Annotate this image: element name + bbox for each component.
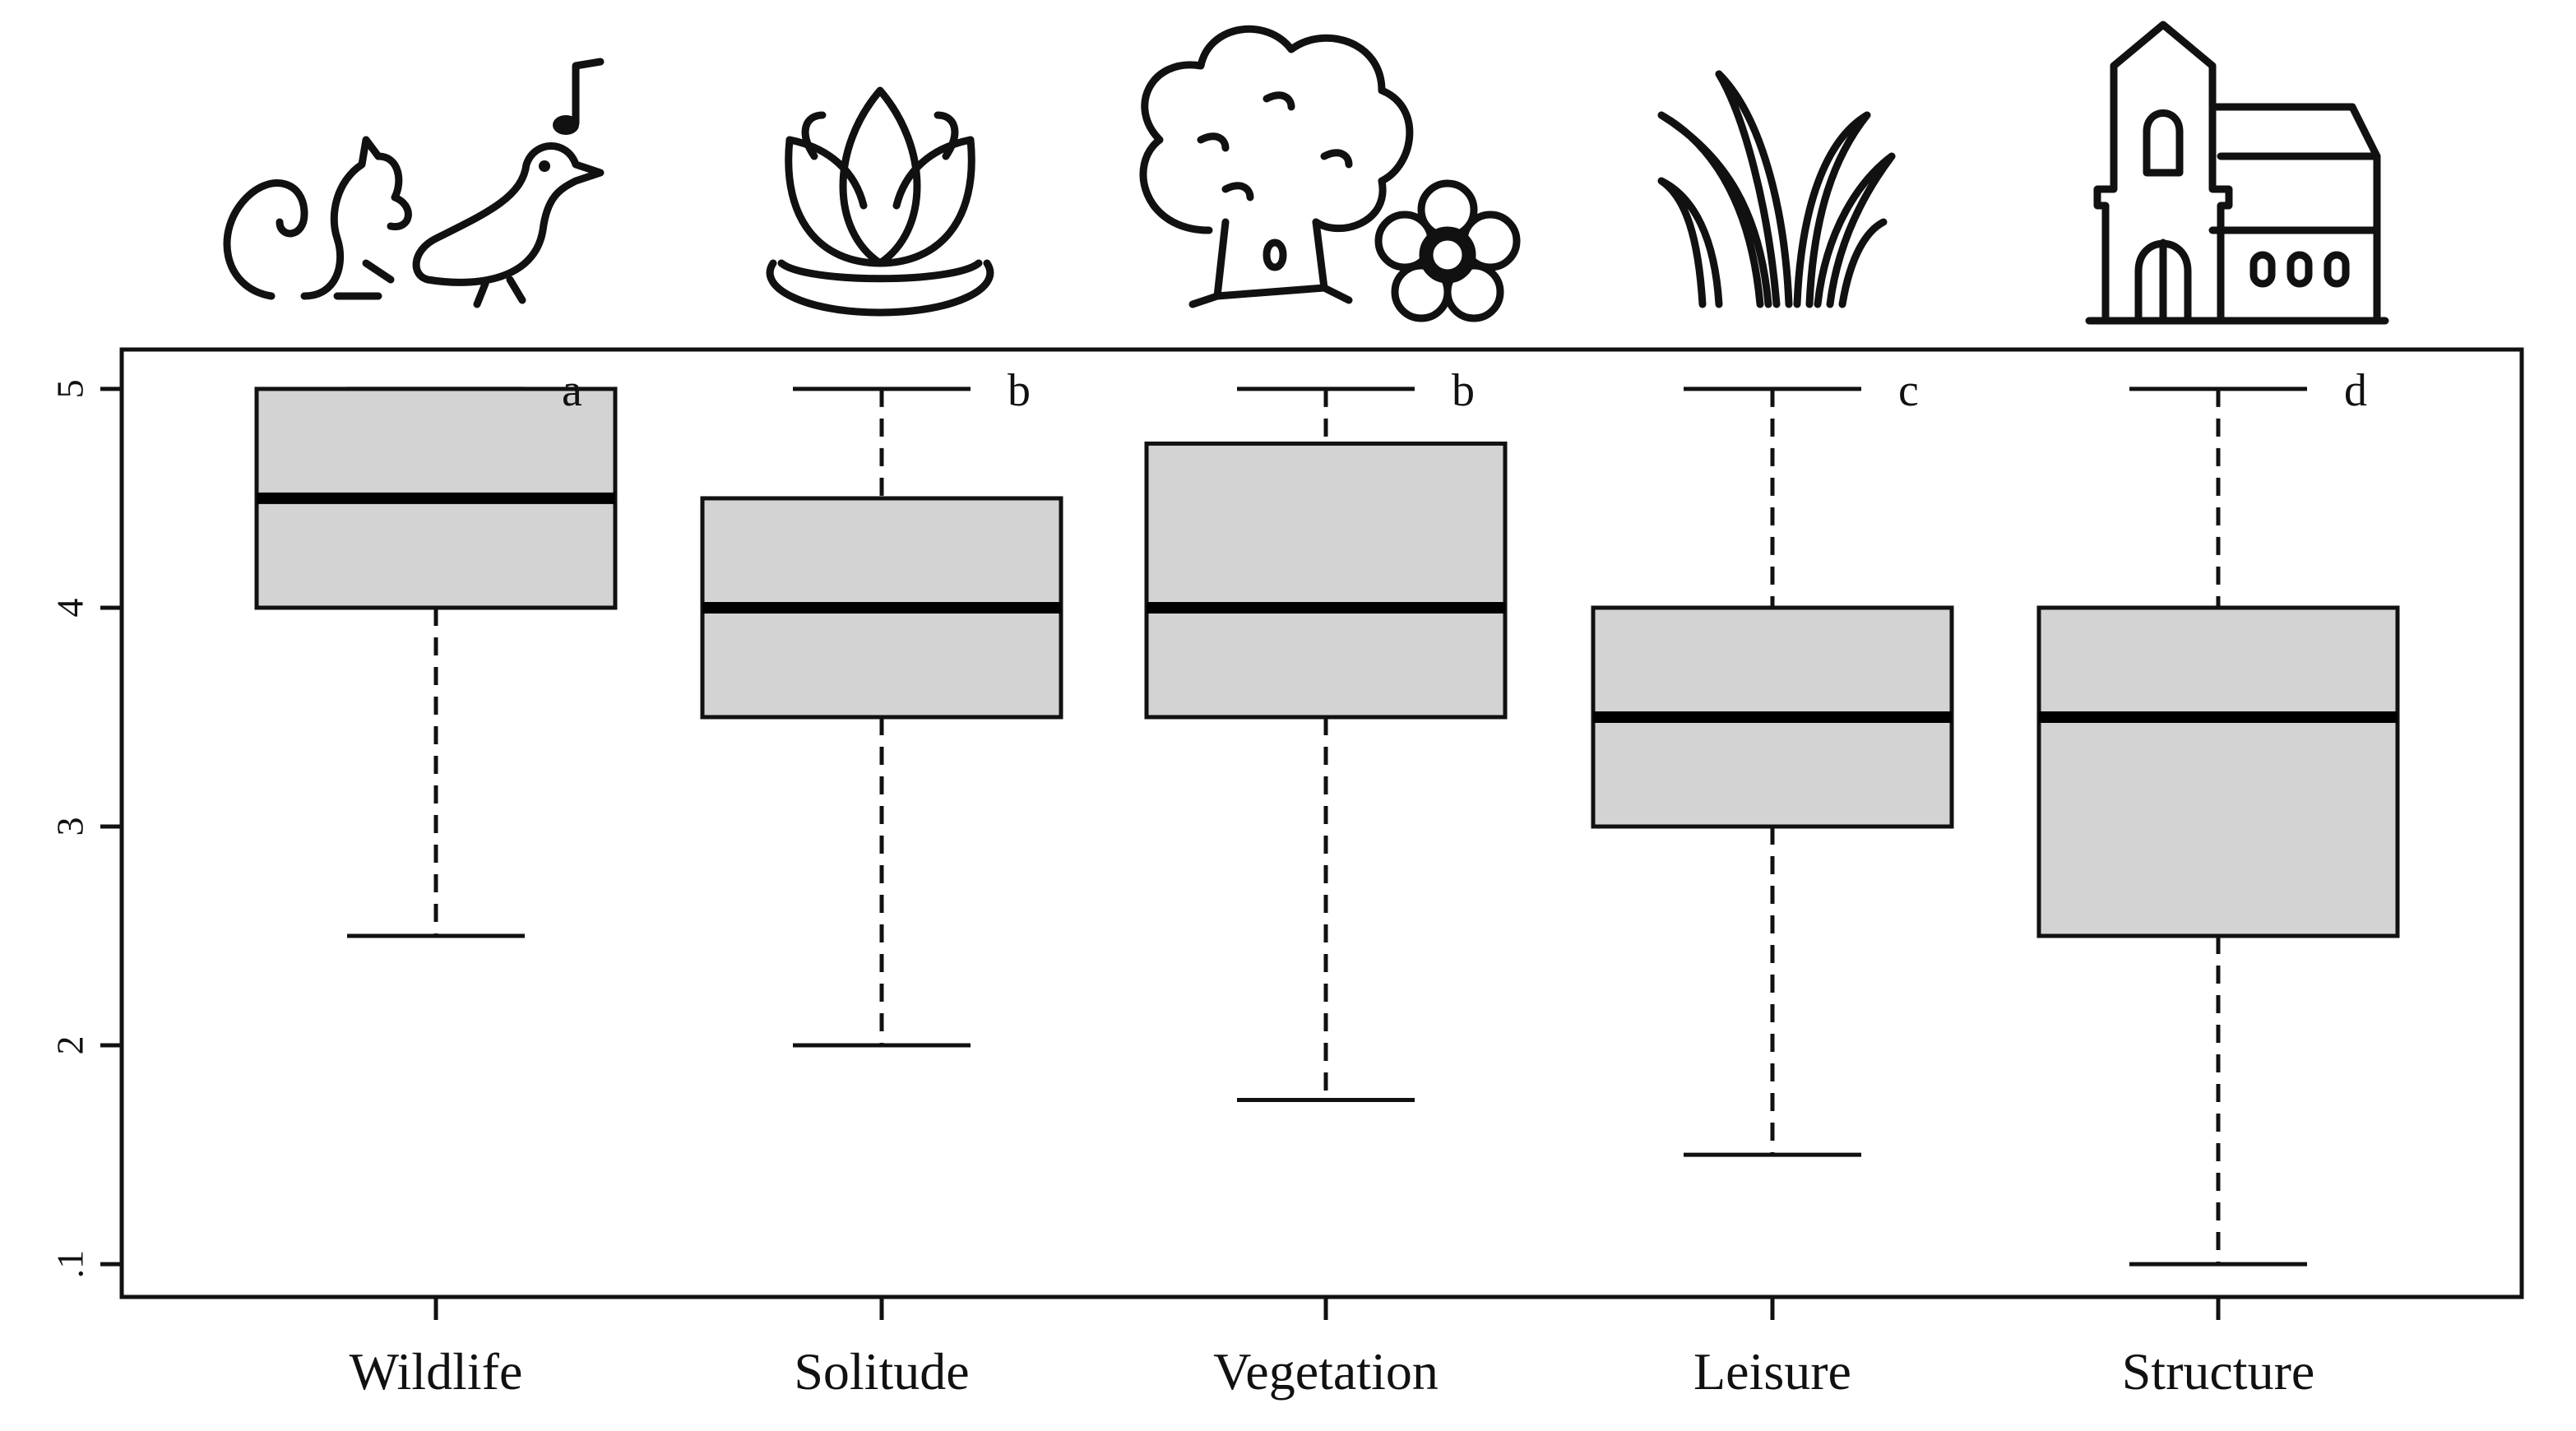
y-axis: .1 2 3 4 5 (49, 379, 122, 1278)
x-axis: Wildlife Solitude Vegetation Leisure Structu… (350, 1297, 2315, 1401)
x-tick-label: Structure (2122, 1342, 2315, 1401)
group-letter: b (1452, 365, 1475, 416)
lotus-icon (766, 86, 994, 317)
church-icon (2085, 21, 2389, 325)
group-letter: c (1898, 365, 1919, 416)
group-letter: d (2344, 365, 2367, 416)
y-tick-label: 3 (49, 817, 91, 836)
box-iqr (1144, 441, 1508, 720)
group-letter: a (562, 365, 582, 416)
group-letter: b (1008, 365, 1031, 416)
squirrel-bird-icon (223, 58, 605, 308)
y-tick-label: 2 (49, 1036, 91, 1055)
x-tick-label: Wildlife (350, 1342, 523, 1401)
box-leisure: c (1591, 365, 1954, 1157)
box-structure: d (2036, 365, 2400, 1267)
box-wildlife: a (254, 365, 618, 938)
box-iqr (2036, 605, 2400, 938)
x-tick-label: Solitude (794, 1342, 969, 1401)
y-tick-label: .1 (49, 1250, 91, 1279)
tree-flower-icon (1139, 25, 1521, 322)
plot-frame (119, 347, 2524, 1299)
x-tick-label: Vegetation (1213, 1342, 1439, 1401)
y-tick-label: 5 (49, 379, 91, 398)
box-vegetation: b (1144, 365, 1508, 1103)
grass-icon (1657, 70, 1896, 308)
y-tick-label: 4 (49, 598, 91, 617)
box-solitude: b (700, 365, 1063, 1048)
x-tick-label: Leisure (1693, 1342, 1851, 1401)
